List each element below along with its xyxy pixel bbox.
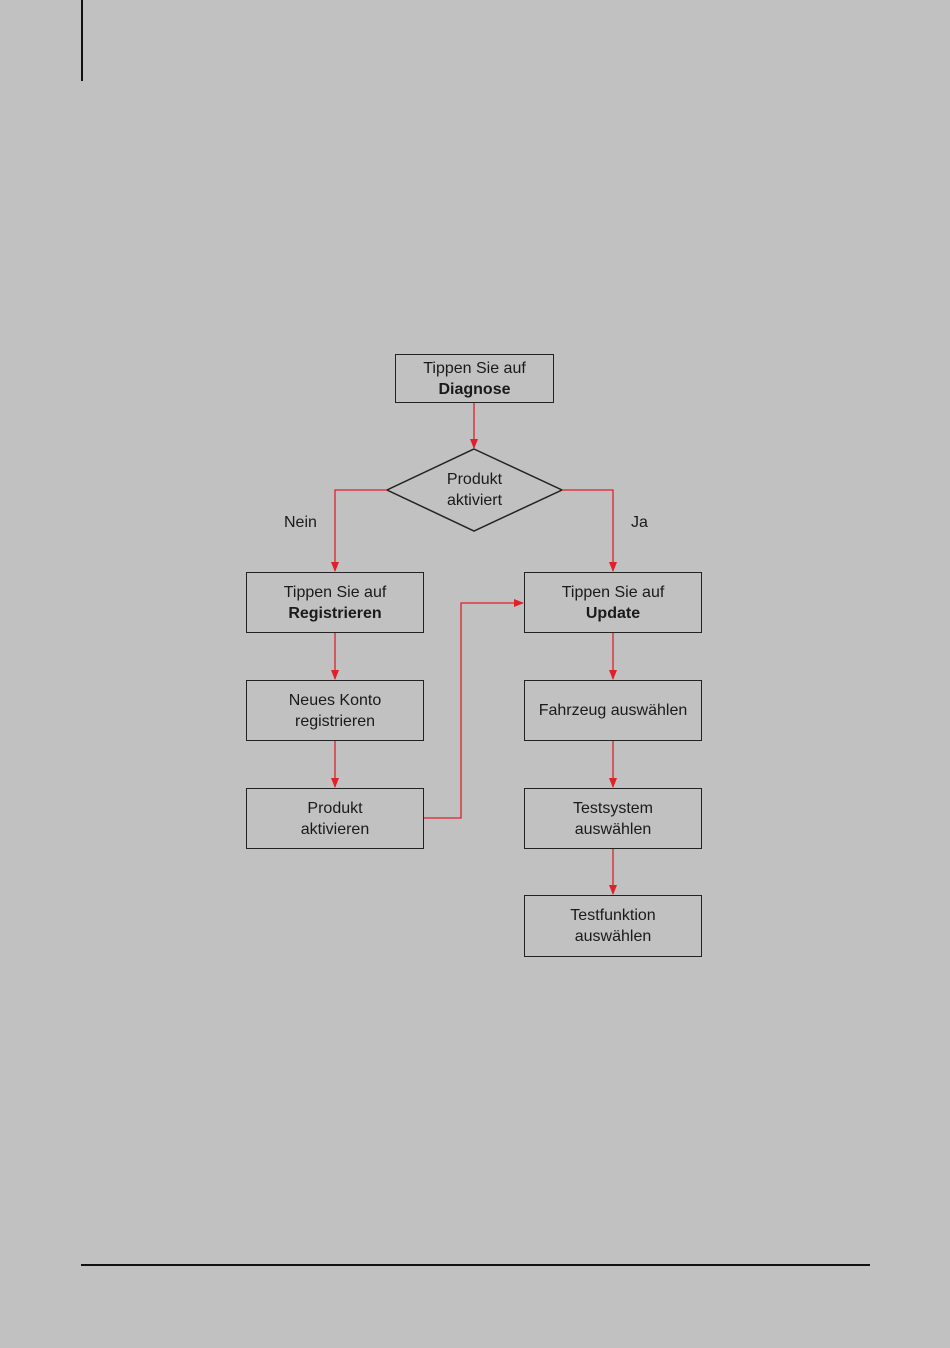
register-box: Tippen Sie auf Registrieren bbox=[246, 572, 424, 633]
select-vehicle-box-line1: Fahrzeug auswählen bbox=[539, 700, 688, 721]
start-box-line1: Tippen Sie auf bbox=[423, 358, 526, 379]
new-account-box-line1: Neues Konto bbox=[289, 690, 382, 711]
register-box-line2: Registrieren bbox=[288, 603, 381, 624]
update-box: Tippen Sie auf Update bbox=[524, 572, 702, 633]
arrow-activate-to-update bbox=[424, 603, 523, 818]
activate-box-line2: aktivieren bbox=[301, 819, 369, 840]
decision-label-line1: Produkt bbox=[447, 469, 502, 490]
start-box: Tippen Sie auf Diagnose bbox=[395, 354, 554, 403]
activate-box: Produkt aktivieren bbox=[246, 788, 424, 849]
start-box-line2: Diagnose bbox=[438, 379, 510, 400]
decision-label-line2: aktiviert bbox=[447, 490, 502, 511]
branch-yes-label: Ja bbox=[631, 514, 648, 532]
select-system-box-line2: auswählen bbox=[575, 819, 652, 840]
select-function-box-line2: auswählen bbox=[575, 926, 652, 947]
update-box-line2: Update bbox=[586, 603, 640, 624]
select-system-box-line1: Testsystem bbox=[573, 798, 653, 819]
decision-label: Produkt aktiviert bbox=[387, 449, 562, 531]
footer-rule bbox=[81, 1264, 870, 1266]
select-function-box-line1: Testfunktion bbox=[570, 905, 655, 926]
arrow-decision-to-update bbox=[562, 490, 613, 571]
new-account-box: Neues Konto registrieren bbox=[246, 680, 424, 741]
update-box-line1: Tippen Sie auf bbox=[562, 582, 665, 603]
activate-box-line1: Produkt bbox=[307, 798, 362, 819]
select-vehicle-box: Fahrzeug auswählen bbox=[524, 680, 702, 741]
arrow-decision-to-register bbox=[335, 490, 387, 571]
register-box-line1: Tippen Sie auf bbox=[284, 582, 387, 603]
branch-no-label: Nein bbox=[284, 514, 317, 532]
select-system-box: Testsystem auswählen bbox=[524, 788, 702, 849]
new-account-box-line2: registrieren bbox=[295, 711, 375, 732]
select-function-box: Testfunktion auswählen bbox=[524, 895, 702, 957]
